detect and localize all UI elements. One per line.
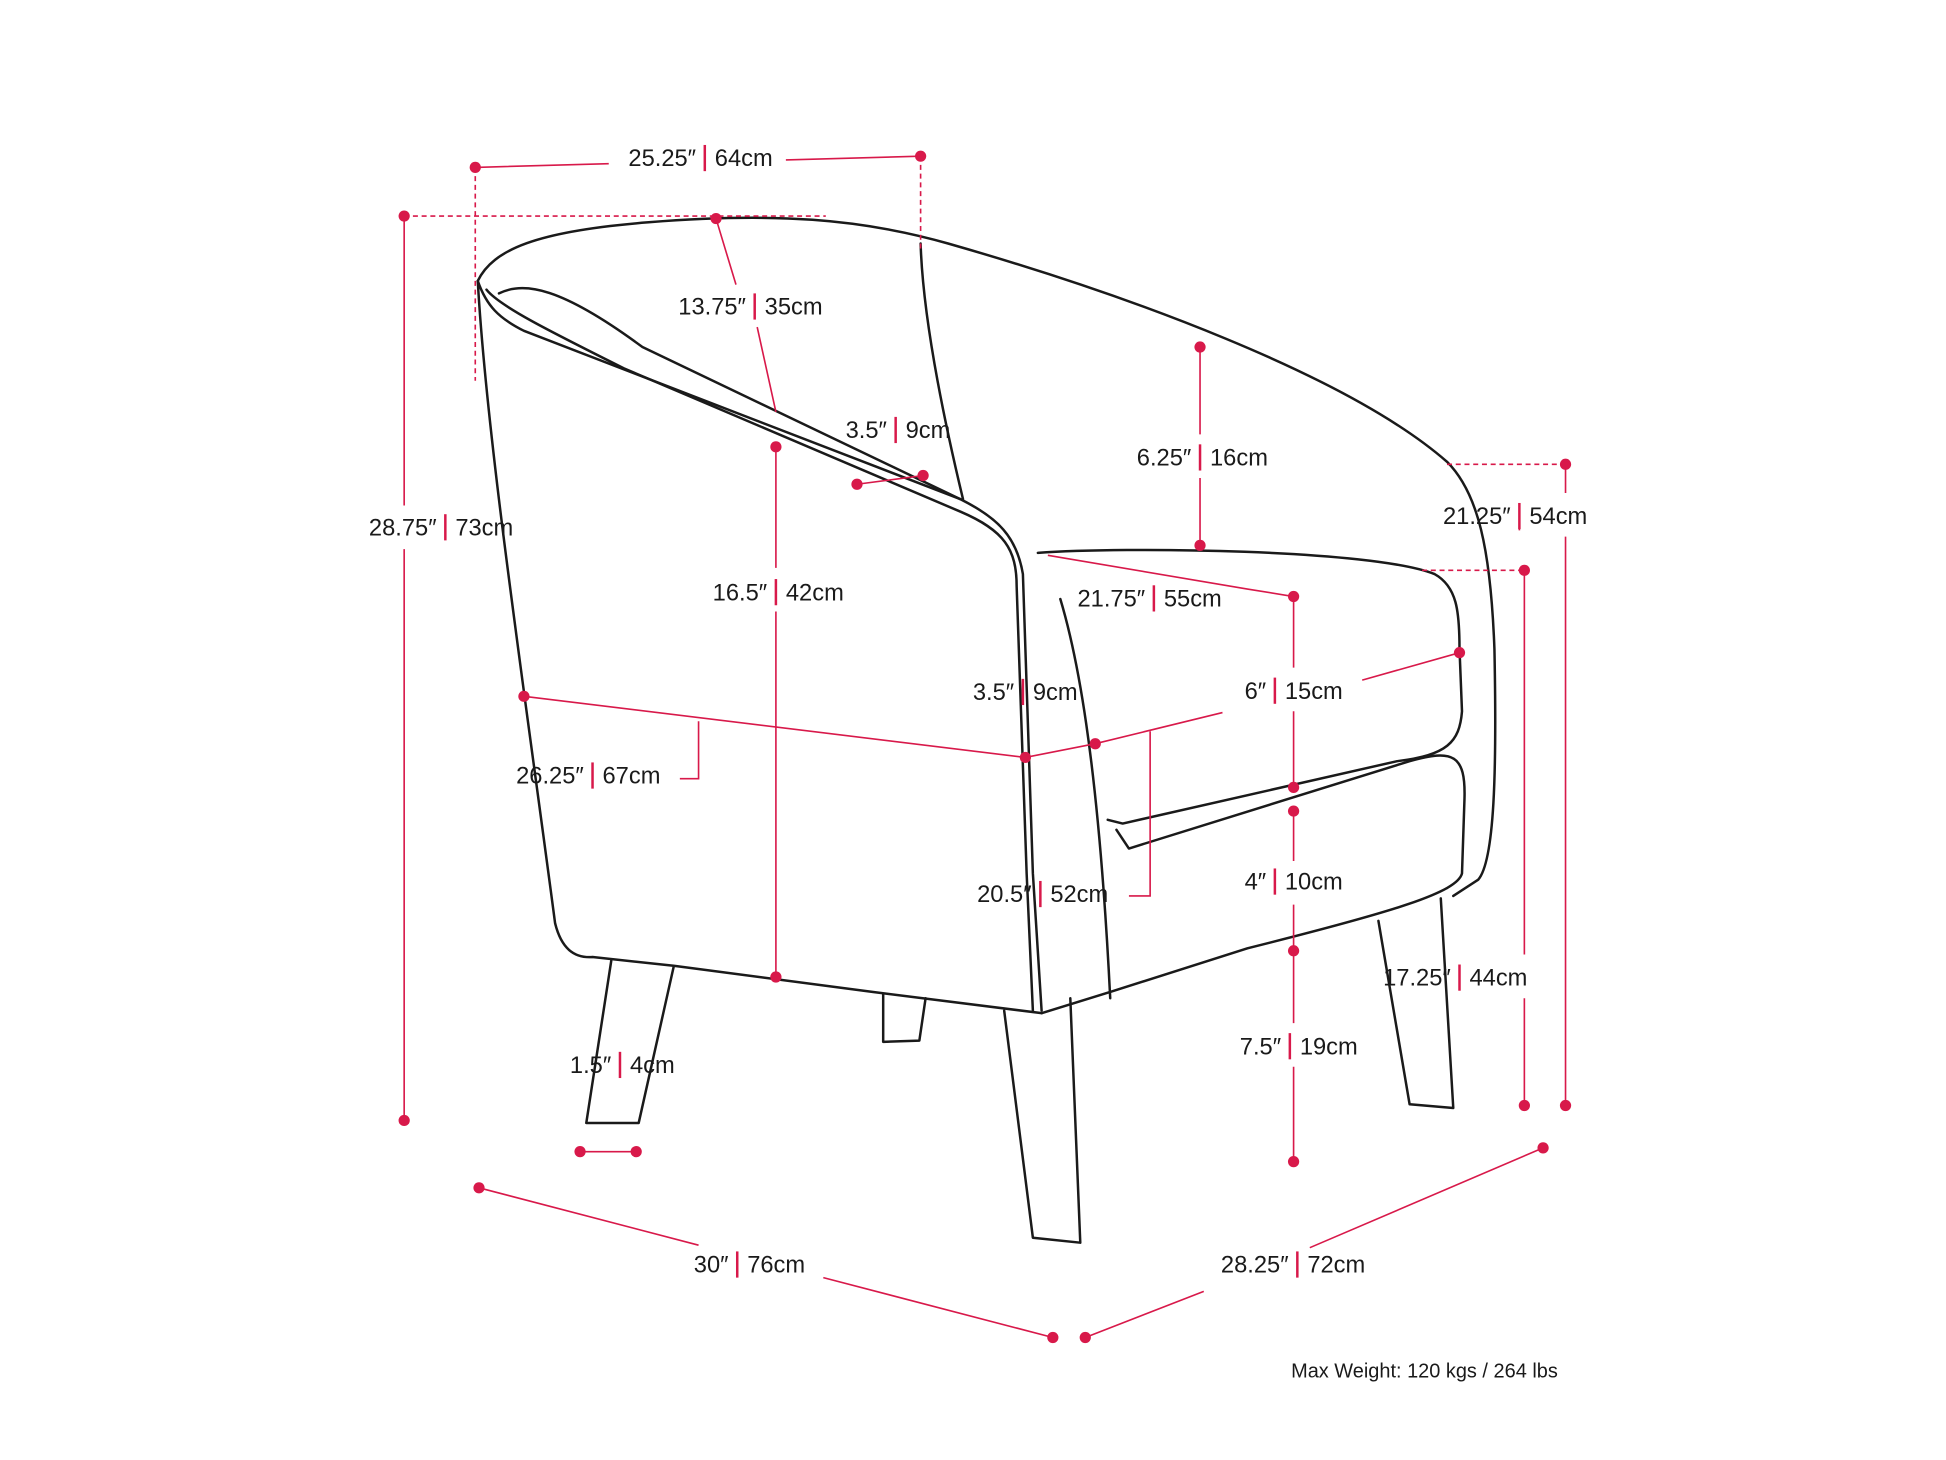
dimension-label-arm-width-front: 3.5″ 9cm — [973, 678, 1078, 706]
dimension-cm: 35cm — [765, 295, 823, 321]
dimension-inches: 28.75″ — [369, 515, 437, 541]
separator-bar — [1152, 585, 1156, 612]
dimension-label-arm-height: 21.25″ 54cm — [1443, 502, 1587, 530]
separator-bar — [1288, 1033, 1292, 1060]
dimension-cm: 52cm — [1050, 882, 1108, 908]
separator-bar — [1458, 964, 1461, 991]
dimension-inches: 3.5″ — [846, 418, 887, 444]
dimension-inches: 16.5″ — [713, 580, 768, 606]
dimension-cm: 64cm — [715, 146, 773, 172]
dimension-cm: 15cm — [1285, 679, 1343, 705]
dimension-label-seat-width: 20.5″ 52cm — [977, 880, 1108, 908]
dimension-inches: 21.25″ — [1443, 504, 1511, 530]
dimension-label-arm-width-top: 3.5″ 9cm — [846, 416, 951, 444]
dimension-cm: 44cm — [1469, 966, 1527, 992]
dimension-label-overall-width: 28.25″ 72cm — [1221, 1251, 1365, 1279]
dimension-label-cushion-thickness: 6″ 15cm — [1245, 677, 1343, 705]
dimension-cm: 9cm — [1033, 680, 1078, 706]
dimension-cm: 54cm — [1529, 504, 1587, 530]
dimension-inches: 25.25″ — [628, 146, 696, 172]
dimension-inches: 28.25″ — [1221, 1253, 1289, 1279]
dimension-cm: 73cm — [455, 515, 513, 541]
separator-bar — [735, 1251, 739, 1278]
dimension-label-leg-height: 7.5″ 19cm — [1240, 1033, 1358, 1060]
separator-bar — [591, 762, 594, 789]
dimension-label-total-height: 28.75″ 73cm — [369, 514, 513, 541]
dimension-label-side-depth: 26.25″ 67cm — [516, 762, 661, 790]
dimension-lines — [403, 155, 1567, 1339]
dimension-cm: 9cm — [906, 418, 951, 444]
dimension-cm: 72cm — [1307, 1253, 1365, 1279]
chair-outline — [476, 216, 1497, 1244]
dimension-label-seat-height: 17.25″ 44cm — [1383, 964, 1527, 992]
separator-bar — [1021, 678, 1025, 706]
max-weight-note: Max Weight: 120 kgs / 264 lbs — [1291, 1360, 1558, 1382]
separator-bar — [1273, 868, 1277, 895]
dimension-points — [398, 150, 1572, 1344]
dimension-label-top-width: 25.25″ 64cm — [628, 144, 773, 172]
dimension-label-leg-width: 1.5″ 4cm — [570, 1051, 675, 1079]
dimension-label-inner-back-height: 16.5″ 42cm — [713, 579, 844, 606]
dimension-cm: 4cm — [630, 1053, 675, 1079]
dimension-inches: 26.25″ — [516, 764, 584, 790]
dimension-cm: 67cm — [603, 764, 661, 790]
dimension-inches: 1.5″ — [570, 1053, 611, 1079]
dimension-label-back-depth: 13.75″ 35cm — [678, 293, 823, 321]
dimension-inches: 30″ — [694, 1253, 729, 1279]
dimension-cm: 19cm — [1300, 1034, 1358, 1060]
separator-bar — [444, 514, 447, 541]
dimension-inches: 17.25″ — [1383, 966, 1451, 992]
dimension-label-overall-depth: 30″ 76cm — [694, 1251, 805, 1279]
dimension-inches: 13.75″ — [678, 295, 746, 321]
separator-bar — [1039, 880, 1042, 908]
separator-bar — [1518, 502, 1521, 530]
separator-bar — [1296, 1251, 1299, 1278]
separator-bar — [703, 144, 707, 172]
separator-bar — [1273, 677, 1277, 704]
dimension-cm: 16cm — [1210, 446, 1268, 472]
dimension-cm: 10cm — [1285, 870, 1343, 896]
separator-bar — [1198, 444, 1202, 471]
dimension-label-back-height-above-seat: 6.25″ 16cm — [1137, 444, 1268, 472]
dimension-inches: 20.5″ — [977, 882, 1032, 908]
dimension-label-seat-depth: 21.75″ 55cm — [1077, 585, 1222, 613]
dimension-cm: 42cm — [786, 580, 844, 606]
dimension-cm: 76cm — [747, 1253, 805, 1279]
dimension-cm: 55cm — [1164, 587, 1222, 613]
dimension-inches: 21.75″ — [1077, 587, 1145, 613]
dimension-inches: 4″ — [1245, 870, 1267, 896]
dimension-labels: 25.25″ 64cm 13.75″ 35cm 3.5″ 9cm 6.25″ 16cm 28.7… — [369, 144, 1587, 1279]
dimension-inches: 6″ — [1245, 679, 1267, 705]
dimension-label-base-thickness: 4″ 10cm — [1245, 868, 1343, 896]
separator-bar — [753, 293, 756, 320]
separator-bar — [618, 1051, 622, 1079]
dimension-inches: 7.5″ — [1240, 1034, 1281, 1060]
separator-bar — [774, 579, 778, 606]
dimension-inches: 6.25″ — [1137, 446, 1192, 472]
dimension-inches: 3.5″ — [973, 680, 1014, 706]
separator-bar — [894, 416, 897, 444]
